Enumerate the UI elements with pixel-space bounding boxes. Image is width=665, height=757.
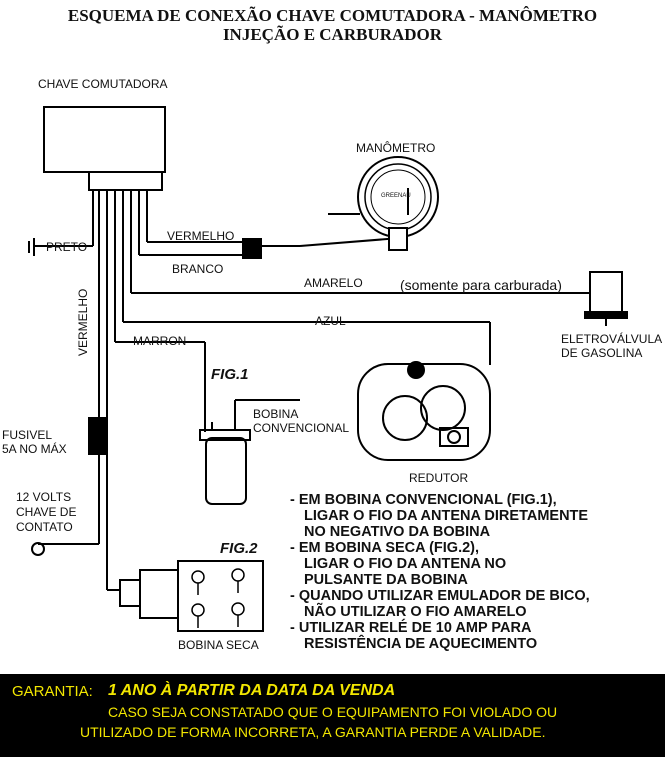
label-fig1: FIG.1 xyxy=(211,366,249,383)
reducer xyxy=(357,363,491,461)
label-redutor: REDUTOR xyxy=(409,471,469,485)
switch-box xyxy=(43,106,166,173)
label-fusivel-2: 5A NO MÁX xyxy=(2,442,67,456)
label-manometro: MANÔMETRO xyxy=(356,141,436,155)
label-eletrovalvula-2: DE GASOLINA xyxy=(561,346,643,360)
label-bobina-seca: BOBINA SECA xyxy=(178,638,259,652)
note-2-line-1: LIGAR O FIO DA ANTENA NO xyxy=(304,556,507,572)
note-1-line-2: NO NEGATIVO DA BOBINA xyxy=(304,524,491,540)
label-bobina-conv-1: BOBINA xyxy=(253,407,299,421)
title-line-1: ESQUEMA DE CONEXÃO CHAVE COMUTADORA - MA… xyxy=(67,6,598,25)
label-bobina-conv-2: CONVENCIONAL xyxy=(253,421,350,435)
dry-coil xyxy=(177,560,264,632)
label-somente: (somente para carburada) xyxy=(400,277,562,293)
label-azul: AZUL xyxy=(315,314,346,328)
title-line-2: INJEÇÃO E CARBURADOR xyxy=(222,25,443,44)
note-4-line-1: RESISTÊNCIA DE AQUECIMENTO xyxy=(304,636,538,652)
note-3-line-1: NÃO UTILIZAR O FIO AMARELO xyxy=(304,604,527,620)
note-3-bullet: - QUANDO UTILIZAR EMULADOR DE BICO, xyxy=(290,588,590,604)
warranty-line-2: CASO SEJA CONSTATADO QUE O EQUIPAMENTO F… xyxy=(108,704,558,720)
label-eletrovalvula-1: ELETROVÁLVULA xyxy=(561,332,663,346)
conventional-coil xyxy=(205,437,247,505)
label-volts-1: 12 VOLTS xyxy=(16,490,72,504)
label-amarelo: AMARELO xyxy=(304,276,363,290)
switch-connector xyxy=(88,171,163,191)
warranty-line-3: UTILIZADO DE FORMA INCORRETA, A GARANTIA… xyxy=(80,724,546,740)
label-vermelho-h: VERMELHO xyxy=(167,229,235,243)
label-branco: BRANCO xyxy=(172,262,224,276)
label-preto: PRETO xyxy=(46,240,88,254)
label-fusivel-1: FUSIVEL xyxy=(2,428,53,442)
note-1-bullet: - EM BOBINA CONVENCIONAL (FIG.1), xyxy=(290,492,557,508)
label-volts-2: CHAVE DE xyxy=(16,505,77,519)
ignition-key xyxy=(31,542,45,556)
label-fig2: FIG.2 xyxy=(220,540,258,557)
note-4-bullet: - UTILIZAR RELÉ DE 10 AMP PARA xyxy=(290,620,532,636)
instruction-notes: - EM BOBINA CONVENCIONAL (FIG.1), LIGAR … xyxy=(290,492,590,652)
label-volts-3: CONTATO xyxy=(16,520,73,534)
warranty-label: GARANTIA: xyxy=(12,683,93,700)
solenoid-valve xyxy=(589,271,623,313)
note-1-line-1: LIGAR O FIO DA ANTENA DIRETAMENTE xyxy=(304,508,589,524)
label-chave-comutadora: CHAVE COMUTADORA xyxy=(38,77,168,91)
label-marron: MARRON xyxy=(133,334,187,348)
warranty-footer: GARANTIA: 1 ANO À PARTIR DA DATA DA VEND… xyxy=(0,674,665,757)
warranty-highlight: 1 ANO À PARTIR DA DATA DA VENDA xyxy=(108,682,396,699)
manometer-stem xyxy=(388,227,408,251)
fuse xyxy=(88,417,108,455)
note-2-line-2: PULSANTE DA BOBINA xyxy=(304,572,468,588)
note-2-bullet: - EM BOBINA SECA (FIG.2), xyxy=(290,540,480,556)
label-vermelho-vertical: VERMELHO xyxy=(76,288,90,356)
label-manometro-brand: GREENAU xyxy=(381,193,411,199)
connector-plug xyxy=(242,238,262,259)
